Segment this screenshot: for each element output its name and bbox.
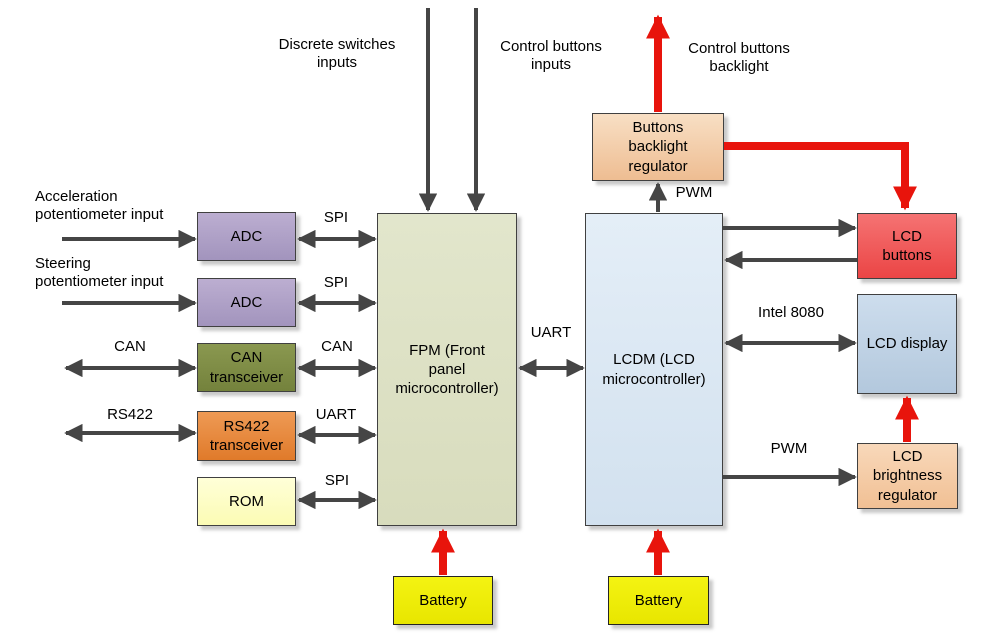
node-battery-fpm: Battery <box>393 576 493 625</box>
node-buttons-backlight-regulator: Buttons backlight regulator <box>592 113 724 181</box>
label-spi-adc2: SPI <box>323 274 349 291</box>
node-rs422-transceiver: RS422 transceiver <box>197 411 296 461</box>
node-rom: ROM <box>197 477 296 526</box>
node-lcd-display-label: LCD display <box>866 335 948 353</box>
label-rs422-bus: RS422 <box>107 406 153 423</box>
label-uart-rs422: UART <box>315 406 357 423</box>
label-intel-8080: Intel 8080 <box>758 304 824 321</box>
label-pwm-brightness: PWM <box>770 440 808 457</box>
label-steering-pot-input: Steering potentiometer input <box>35 255 164 291</box>
node-adc1-label: ADC <box>230 227 263 245</box>
node-rom-label: ROM <box>229 492 264 510</box>
label-control-buttons-backlight: Control buttons backlight <box>688 40 790 76</box>
node-lcd-brightness-regulator: LCD brightness regulator <box>857 443 958 509</box>
arrow-backlight-regulator-to-lcd-buttons <box>724 142 917 211</box>
node-adc1: ADC <box>197 212 296 261</box>
node-lcdm-label: LCDM (LCD microcontroller) <box>602 351 706 388</box>
label-can-internal: CAN <box>321 338 353 355</box>
label-spi-rom: SPI <box>324 472 350 489</box>
node-adc2-label: ADC <box>230 293 263 311</box>
node-battery-lcdm-label: Battery <box>634 591 683 609</box>
node-battery-fpm-label: Battery <box>419 591 467 609</box>
node-can-transceiver-label: CAN transceiver <box>209 349 284 386</box>
node-battery-lcdm: Battery <box>608 576 709 625</box>
label-control-buttons-inputs: Control buttons inputs <box>500 38 602 74</box>
node-lcdm: LCDM (LCD microcontroller) <box>585 213 723 526</box>
label-can-bus: CAN <box>114 338 146 355</box>
node-rs422-transceiver-label: RS422 transceiver <box>209 417 284 454</box>
node-lcd-brightness-regulator-label: LCD brightness regulator <box>872 448 943 504</box>
label-acceleration-pot-input: Acceleration potentiometer input <box>35 188 164 224</box>
node-lcd-buttons-label: LCD buttons <box>882 227 932 264</box>
node-can-transceiver: CAN transceiver <box>197 343 296 392</box>
node-buttons-backlight-regulator-label: Buttons backlight regulator <box>628 119 688 175</box>
node-lcd-buttons: LCD buttons <box>857 213 957 279</box>
label-discrete-switches-inputs: Discrete switches inputs <box>278 36 396 72</box>
node-fpm: FPM (Front panel microcontroller) <box>377 213 517 526</box>
label-pwm-backlight: PWM <box>675 184 713 201</box>
label-spi-adc1: SPI <box>323 209 349 226</box>
label-uart-link: UART <box>530 324 572 341</box>
node-fpm-label: FPM (Front panel microcontroller) <box>395 341 499 398</box>
node-adc2: ADC <box>197 278 296 327</box>
node-lcd-display: LCD display <box>857 294 957 394</box>
